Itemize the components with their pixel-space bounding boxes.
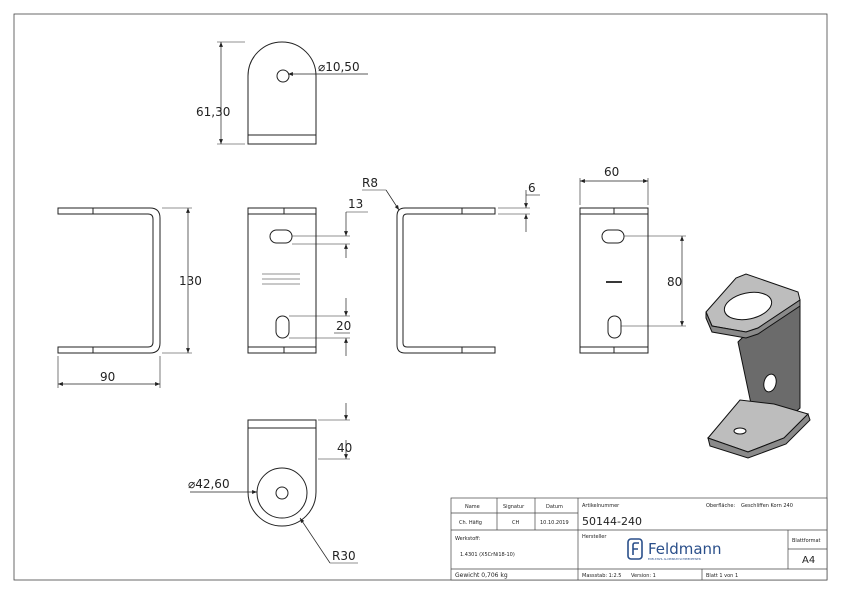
brand-name: Feldmann xyxy=(648,540,722,558)
manufacturer-label: Hersteller xyxy=(582,534,607,540)
format-label: Blattformat xyxy=(792,538,821,544)
surface-value: Geschliffen Korn 240 xyxy=(741,503,793,509)
article-number-label: Artikelnummer xyxy=(582,503,620,509)
brand-tagline: EDELSTAHL ALUMINIUM SCHMIEDEEISEN xyxy=(648,557,701,561)
sheet-text: Blatt 1 von 1 xyxy=(706,573,738,579)
side-view-left xyxy=(57,207,192,388)
back-view xyxy=(579,178,686,354)
mounting-hole xyxy=(276,69,290,83)
top-view xyxy=(217,41,368,145)
ring-diameter-label: ⌀42,60 xyxy=(188,477,230,491)
upper-slot xyxy=(269,229,293,244)
weight-text: Gewicht 0,706 kg xyxy=(455,572,508,579)
signature-value: CH xyxy=(512,520,519,526)
total-height-label: 130 xyxy=(179,274,202,288)
version-text: Version: 1 xyxy=(631,573,656,579)
plate-width-label: 60 xyxy=(604,165,619,179)
material-value: 1.4301 (X5CrNi18-10) xyxy=(460,552,515,558)
ring-outline xyxy=(256,467,308,519)
thickness-label: 6 xyxy=(528,181,536,195)
outer-radius-label: R30 xyxy=(332,549,356,563)
article-number: 50144-240 xyxy=(582,515,642,528)
bend-radius-label: R8 xyxy=(362,176,378,190)
bottom-view xyxy=(190,403,358,564)
name-label: Name xyxy=(465,504,480,510)
isometric-view xyxy=(705,273,811,459)
side-view-right xyxy=(362,189,540,354)
slot-offset-label: 13 xyxy=(348,197,363,211)
date-label: Datum xyxy=(546,504,563,510)
slot-spacing-label: 80 xyxy=(667,275,682,289)
slot-length-label: 20 xyxy=(336,319,351,333)
drawing-border xyxy=(13,13,828,581)
front-view xyxy=(247,207,368,356)
signature-label: Signatur xyxy=(503,504,525,510)
scale-text: Massstab: 1:2.5 xyxy=(582,573,621,579)
feldmann-logo: Feldmann EDELSTAHL ALUMINIUM SCHMIEDEEIS… xyxy=(627,538,722,561)
surface-label: Oberfläche: xyxy=(706,503,735,509)
material-label: Werkstoff: xyxy=(455,536,481,542)
tab-length-label: 40 xyxy=(337,441,352,455)
lower-slot xyxy=(275,315,290,339)
date-value: 10.10.2019 xyxy=(540,520,569,526)
total-width-label: 90 xyxy=(100,370,115,384)
name-value: Ch. Häfig xyxy=(459,520,482,526)
format-value: A4 xyxy=(802,555,815,566)
logo-mark-icon xyxy=(627,538,643,560)
top-height-label: 61,30 xyxy=(196,105,230,119)
hole-diameter-label: ⌀10,50 xyxy=(318,60,360,74)
